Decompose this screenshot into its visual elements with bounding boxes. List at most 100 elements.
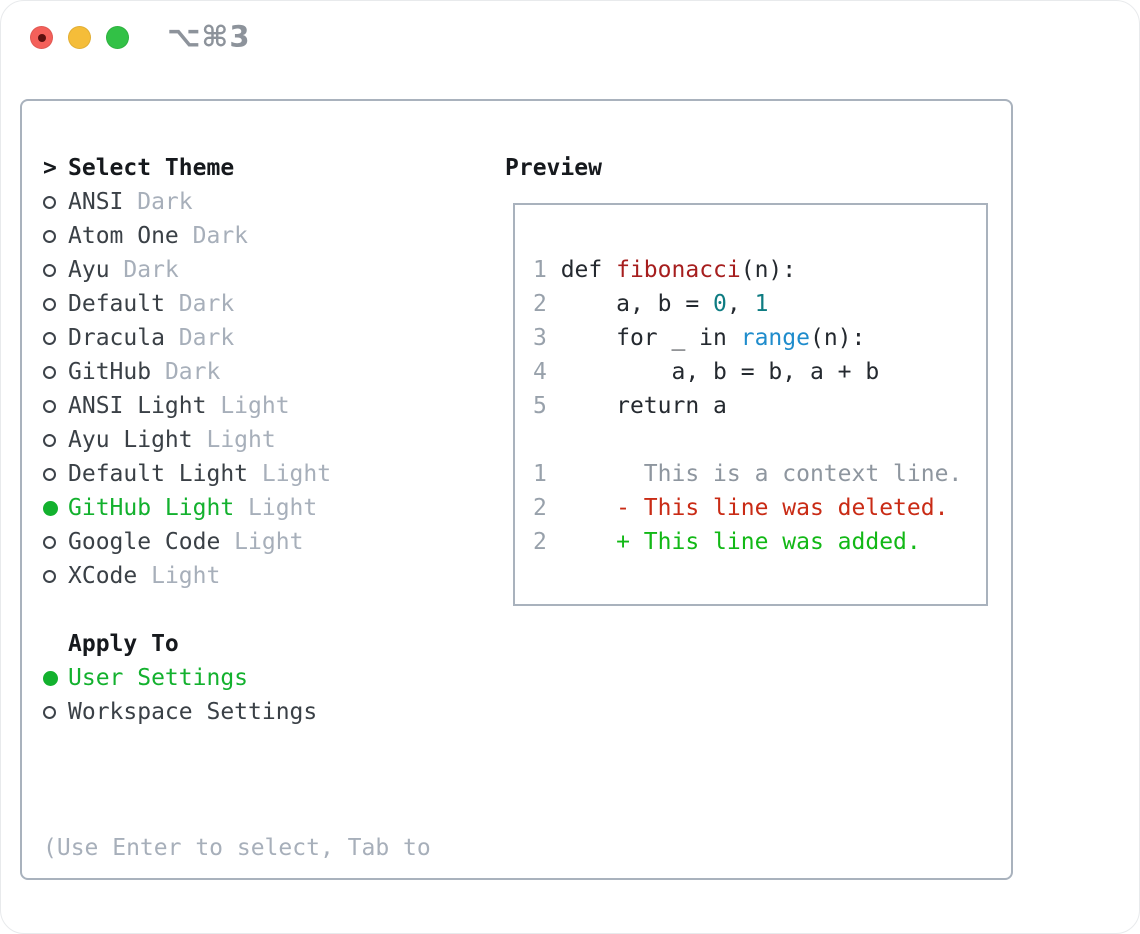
minimize-button[interactable] xyxy=(68,26,91,49)
line-number: 2 xyxy=(533,291,547,317)
theme-option-tag: Dark xyxy=(123,189,193,215)
theme-option-tag: Light xyxy=(137,563,221,589)
code-segment-ink: , xyxy=(726,291,755,317)
radio-icon xyxy=(43,195,56,209)
window-shortcut-label: ⌥⌘3 xyxy=(167,19,251,54)
theme-option-default[interactable]: Default Dark xyxy=(43,287,331,321)
code-segment-func: fibonacci xyxy=(616,257,741,283)
theme-list-header-row: > Select Theme xyxy=(43,151,331,185)
line-number: 1 xyxy=(533,461,547,487)
theme-option-ansi-light[interactable]: ANSI Light Light xyxy=(43,389,331,423)
code-segment-num: 1 xyxy=(754,291,769,317)
code-segment-context: This is a context line. xyxy=(546,461,963,487)
help-text-line: (Use Enter to select, Tab to xyxy=(43,835,431,861)
diff-line: 1 This is a context line. xyxy=(533,457,986,491)
diff-line: 2 - This line was deleted. xyxy=(533,491,986,525)
maximize-button[interactable] xyxy=(106,26,129,49)
radio-icon xyxy=(43,229,56,243)
theme-list-header: Select Theme xyxy=(68,155,235,181)
radio-selected-icon xyxy=(43,670,58,686)
apply-option-label: Workspace Settings xyxy=(68,699,318,725)
line-number: 1 xyxy=(533,257,547,283)
theme-option-label: Ayu xyxy=(68,257,110,283)
theme-option-label: Atom One xyxy=(68,223,179,249)
radio-icon xyxy=(43,467,56,481)
apply-option-workspace-settings[interactable]: Workspace Settings xyxy=(43,695,317,729)
code-segment-ink: (n): xyxy=(809,325,866,351)
theme-option-xcode[interactable]: XCode Light xyxy=(43,559,331,593)
radio-icon xyxy=(43,263,56,277)
radio-icon xyxy=(43,399,56,413)
theme-option-dracula[interactable]: Dracula Dark xyxy=(43,321,331,355)
code-segment-ink: a, b = b, a + b xyxy=(546,359,880,385)
theme-option-ayu-light[interactable]: Ayu Light Light xyxy=(43,423,331,457)
theme-option-label: Dracula xyxy=(68,325,165,351)
theme-option-tag: Light xyxy=(192,427,276,453)
theme-option-github[interactable]: GitHub Dark xyxy=(43,355,331,389)
code-line: 5 return a xyxy=(533,389,986,423)
line-number: 4 xyxy=(533,359,547,385)
theme-option-ayu[interactable]: Ayu Dark xyxy=(43,253,331,287)
theme-option-tag: Dark xyxy=(178,223,249,249)
code-segment-ink: return a xyxy=(546,393,727,419)
radio-icon xyxy=(43,433,56,447)
code-segment-ink: for _ in xyxy=(546,325,741,351)
radio-icon xyxy=(43,535,56,549)
code-line: 4 a, b = b, a + b xyxy=(533,355,986,389)
theme-option-tag: Dark xyxy=(109,257,179,283)
theme-option-label: Ayu Light xyxy=(68,427,193,453)
help-text: (Use Enter to select, Tab to change focu… xyxy=(43,763,431,933)
apply-option-label: User Settings xyxy=(68,665,249,691)
theme-option-tag: Light xyxy=(248,461,332,487)
theme-option-ansi[interactable]: ANSI Dark xyxy=(43,185,331,219)
theme-option-tag: Dark xyxy=(151,359,221,385)
theme-option-label: ANSI xyxy=(68,189,124,215)
code-segment-ink: def xyxy=(546,257,617,283)
theme-option-tag: Light xyxy=(234,495,318,521)
theme-option-label: GitHub Light xyxy=(68,495,235,521)
code-segment-ink: a, b = xyxy=(546,291,714,317)
theme-option-label: Default xyxy=(68,291,165,317)
radio-selected-icon xyxy=(43,500,58,516)
theme-option-label: XCode xyxy=(68,563,138,589)
blank-line xyxy=(533,423,986,457)
close-button[interactable] xyxy=(30,26,53,49)
focus-caret-icon: > xyxy=(43,155,57,181)
theme-option-label: ANSI Light xyxy=(68,393,207,419)
theme-option-tag: Dark xyxy=(164,291,235,317)
theme-option-github-light[interactable]: GitHub Light Light xyxy=(43,491,331,525)
apply-option-user-settings[interactable]: User Settings xyxy=(43,661,317,695)
line-number: 5 xyxy=(533,393,547,419)
theme-option-tag: Light xyxy=(220,529,304,555)
line-number: 3 xyxy=(533,325,547,351)
theme-option-google-code[interactable]: Google Code Light xyxy=(43,525,331,559)
theme-option-tag: Light xyxy=(206,393,290,419)
theme-option-tag: Dark xyxy=(164,325,235,351)
code-segment-ink: (n): xyxy=(740,257,797,283)
line-number: 2 xyxy=(533,529,547,555)
radio-icon xyxy=(43,705,56,719)
radio-icon xyxy=(43,365,56,379)
code-line: 2 a, b = 0, 1 xyxy=(533,287,986,321)
code-segment-num: 0 xyxy=(713,291,727,317)
code-line: 3 for _ in range(n): xyxy=(533,321,986,355)
code-segment-added: + This line was added. xyxy=(546,529,921,555)
theme-option-label: Google Code xyxy=(68,529,221,555)
code-line: 1 def fibonacci(n): xyxy=(533,253,986,287)
theme-option-label: GitHub xyxy=(68,359,152,385)
code-segment-builtin: range xyxy=(740,325,810,351)
code-segment-deleted: - This line was deleted. xyxy=(546,495,949,521)
diff-line: 2 + This line was added. xyxy=(533,525,986,559)
theme-option-atom-one[interactable]: Atom One Dark xyxy=(43,219,331,253)
line-number: 2 xyxy=(533,495,547,521)
radio-icon xyxy=(43,331,56,345)
apply-to-header: Apply To xyxy=(68,631,179,657)
theme-option-label: Default Light xyxy=(68,461,249,487)
theme-option-default-light[interactable]: Default Light Light xyxy=(43,457,331,491)
radio-icon xyxy=(43,297,56,311)
